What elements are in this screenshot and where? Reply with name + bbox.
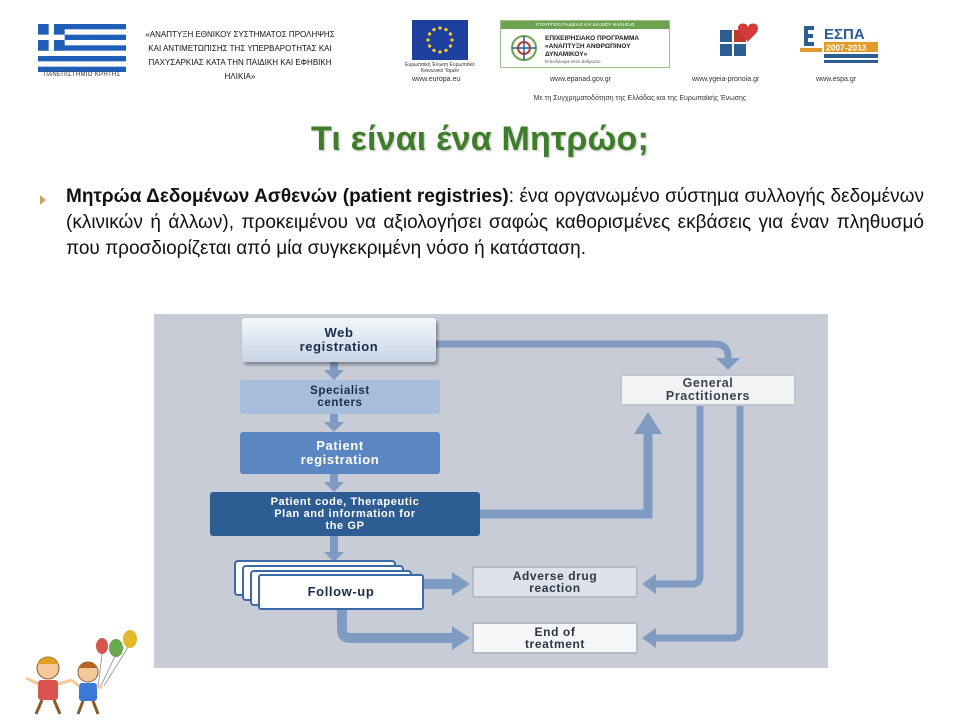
node-adverse-drug-reaction: Adverse drug reaction: [472, 566, 638, 598]
node-specialist-centers: Specialist centers: [240, 380, 440, 414]
eu-caption: Ευρωπαϊκή Ένωση Ευρωπαϊκό Κοινωνικό Ταμε…: [405, 62, 475, 74]
node-end-of-treatment: End of treatment: [472, 622, 638, 654]
espa-years: 2007-2013: [826, 43, 867, 53]
arrow-gp-to-end: [654, 406, 744, 642]
arrow-specialist-to-patient-head: [324, 422, 344, 432]
arrow-followup-to-end-head: [452, 626, 470, 650]
epanad-slogan: Επενδύουμε στον άνθρωπο: [545, 59, 601, 64]
espa-label: ΕΣΠΑ: [824, 26, 865, 43]
url-espa[interactable]: www.espa.gr: [816, 76, 857, 83]
epanad-logo: ΥΠΟΥΡΓΕΙΟ ΠΑΙΔΕΙΑΣ ΚΑΙ ΔΙΑ ΒΙΟΥ ΜΑΘΗΣΗΣ …: [500, 20, 670, 68]
header-logo-strip: ΠΑΝΕΠΙΣΤΗΜΙΟ ΚΡΗΤΗΣ «ΑΝΑΠΤΥΞΗ ΕΘΝΙΚΟΥ ΣΥ…: [0, 0, 960, 110]
bullet-term: Μητρώα Δεδομένων Ασθενών (patient regist…: [66, 186, 509, 207]
node-general-practitioners: General Practitioners: [620, 374, 796, 406]
node-patient-registration: Patient registration: [240, 432, 440, 474]
arrow-code-to-followup-head: [324, 552, 344, 562]
arrow-followup-to-adr-head: [452, 572, 470, 596]
arrow-patient-to-code-head: [324, 482, 344, 492]
arrow-code-to-gp: [480, 432, 653, 519]
arrow-gp-to-adr: [654, 406, 704, 588]
bullet-arrow-icon: [40, 195, 46, 205]
bullet-paragraph: Μητρώα Δεδομένων Ασθενών (patient regist…: [66, 184, 924, 262]
arrow-web-to-gp: [436, 340, 732, 360]
health-ministry-logo-icon: [720, 23, 758, 56]
arrow-code-to-gp-head: [634, 412, 662, 434]
arrow-web-to-specialist-head: [324, 370, 344, 380]
espa-logo: ΕΣΠΑ 2007-2013: [800, 26, 878, 63]
epanad-emblem-icon: [511, 35, 537, 61]
node-web-registration: Web registration: [242, 318, 436, 362]
node-follow-up: Follow-up: [258, 574, 424, 610]
epanad-ministry-band: ΥΠΟΥΡΓΕΙΟ ΠΑΙΔΕΙΑΣ ΚΑΙ ΔΙΑ ΒΙΟΥ ΜΑΘΗΣΗΣ: [501, 21, 669, 29]
eu-flag-icon: [412, 20, 468, 60]
url-europa[interactable]: www.europa.eu: [412, 76, 461, 83]
cofunding-note: Με τη Συγχρηματοδότηση της Ελλάδας και τ…: [533, 95, 747, 102]
diagram-arrows: [324, 340, 744, 650]
program-title: «ΑΝΑΠΤΥΞΗ ΕΘΝΙΚΟΥ ΣΥΣΤΗΜΑΤΟΣ ΠΡΟΛΗΨΗΣ ΚΑ…: [145, 30, 335, 81]
url-ygeia[interactable]: www.ygeia-pronoia.gr: [692, 76, 760, 83]
node-patient-code: Patient code, Therapeutic Plan and infor…: [210, 492, 480, 536]
epanad-program-name: ΕΠΙΧΕΙΡΗΣΙΑΚΟ ΠΡΟΓΡΑΜΜΑ «ΑΝΑΠΤΥΞΗ ΑΝΘΡΩΠ…: [545, 35, 640, 58]
flag-caption: ΠΑΝΕΠΙΣΤΗΜΙΟ ΚΡΗΤΗΣ: [43, 72, 121, 78]
children-balloons-illustration: [25, 630, 137, 715]
url-epanad[interactable]: www.epanad.gov.gr: [550, 76, 611, 83]
arrow-gp-to-end-head: [642, 628, 656, 648]
registry-flow-diagram: Web registration Specialist centers Pati…: [154, 314, 828, 668]
slide-title: Τι είναι ένα Μητρώο;: [310, 120, 650, 158]
bullet-definition: : ένα οργανωμένο σύστημα συλλογής δεδομέ…: [66, 186, 924, 259]
greek-flag-icon: [38, 24, 126, 72]
arrow-followup-to-end: [337, 610, 454, 643]
arrow-gp-to-adr-head: [642, 574, 656, 594]
arrow-web-to-gp-head: [716, 358, 740, 370]
